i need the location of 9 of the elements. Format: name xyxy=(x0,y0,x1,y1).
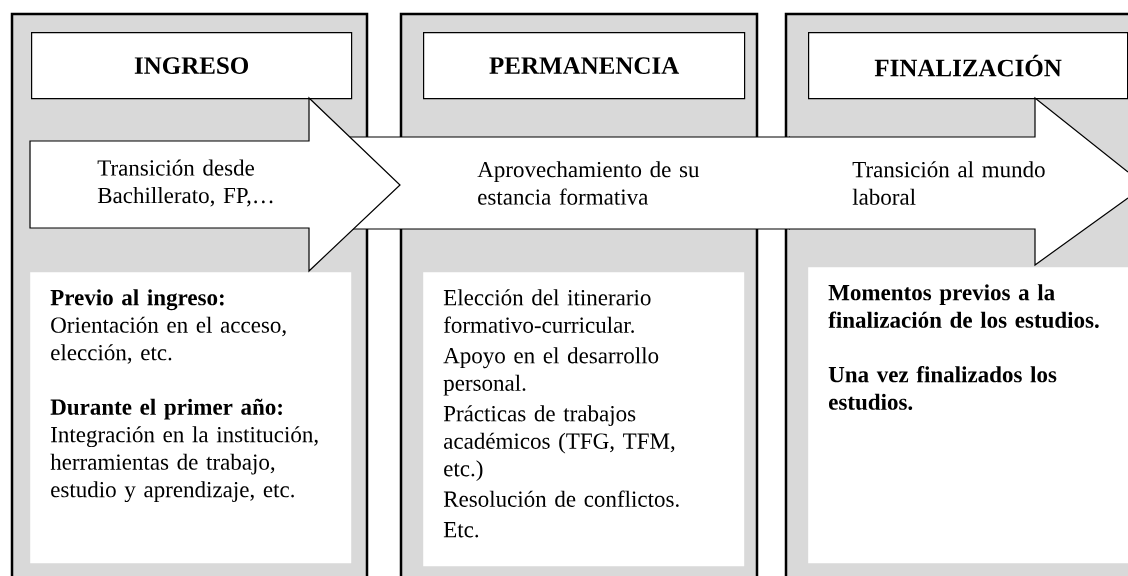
header-box: PERMANENCIA xyxy=(423,32,746,100)
arrow-band: Aprovechamiento de su estancia formativa xyxy=(339,136,791,230)
text-card: Momentos previos a la finalización de los estudios. Una vez finalizados los estudios. xyxy=(808,267,1128,564)
text-card: Elección del itinerario formativo-curricular. Apoyo en el desarrollo personal. Prácticas de trabajos académicos (TFG, TFM, etc.) Resolución de conflictos. Etc. xyxy=(423,272,745,567)
header-box: FINALIZACIÓN xyxy=(808,32,1128,100)
node-label: Aprovechamiento de su estancia formativa xyxy=(477,161,700,205)
node-label: Transición al mundo laboral xyxy=(852,161,1045,205)
text-card: Previo al ingreso: Orientación en el acceso, elección, etc. Durante el primer año: Integración en la institución, herramientas de trabajo, estudio y aprendizaje, etc. xyxy=(30,272,352,564)
header-box: INGRESO xyxy=(31,32,353,100)
